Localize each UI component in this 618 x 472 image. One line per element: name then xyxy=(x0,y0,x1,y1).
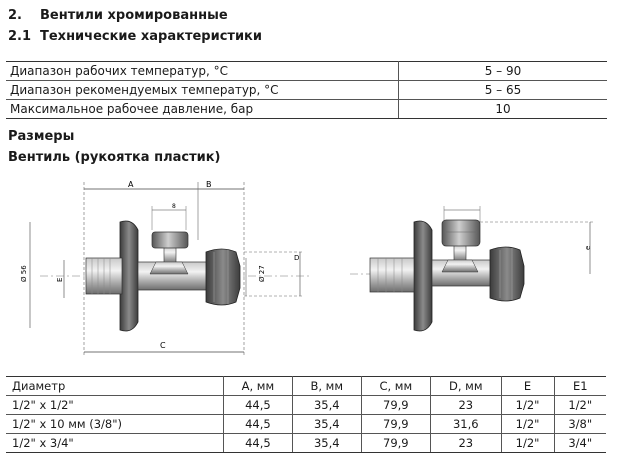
table-cell: 1/2" xyxy=(500,414,555,434)
dim-label-dia56: Ø 56 xyxy=(20,265,28,282)
valve-title: Вентиль (рукоятка пластик) xyxy=(8,150,221,165)
table-cell: 79,9 xyxy=(360,433,431,453)
subsection-number: 2.1 xyxy=(8,29,32,44)
table-cell: 3/4" xyxy=(553,433,606,453)
table-cell: 1/2" xyxy=(500,433,555,453)
dim-label-d: D xyxy=(294,254,299,262)
table-row: 1/2" x 3/4" 44,5 35,4 79,9 23 1/2" 3/4" xyxy=(6,433,606,453)
dim-label-8: 8 xyxy=(172,203,176,210)
table-cell: 35,4 xyxy=(291,414,362,434)
dimensions-table: Диаметр A, мм B, мм C, мм D, мм E E1 1/2… xyxy=(6,376,606,453)
dim-label-small-e: e xyxy=(584,246,592,250)
table-cell: 44,5 xyxy=(222,433,293,453)
spec-value: 10 xyxy=(398,99,607,119)
column-header: Диаметр xyxy=(6,376,224,396)
table-row: Максимальное рабочее давление, бар 10 xyxy=(6,99,607,119)
dim-label-a: A xyxy=(128,180,134,189)
dim-label-e: E xyxy=(56,278,64,282)
dim-label-c: C xyxy=(160,341,166,350)
column-header: E xyxy=(500,376,555,396)
spec-label: Диапазон рекомендуемых температур, °С xyxy=(6,80,399,100)
column-header: C, мм xyxy=(360,376,431,396)
table-row: 1/2" x 10 мм (3/8") 44,5 35,4 79,9 31,6 … xyxy=(6,414,606,434)
table-cell: 1/2" x 1/2" xyxy=(6,395,224,415)
column-header: D, мм xyxy=(429,376,502,396)
table-cell: 1/2" x 10 мм (3/8") xyxy=(6,414,224,434)
table-cell: 79,9 xyxy=(360,395,431,415)
table-cell: 79,9 xyxy=(360,414,431,434)
column-header: A, мм xyxy=(222,376,293,396)
table-header-row: Диаметр A, мм B, мм C, мм D, мм E E1 xyxy=(6,376,606,396)
table-row: 1/2" x 1/2" 44,5 35,4 79,9 23 1/2" 1/2" xyxy=(6,395,606,415)
table-cell: 31,6 xyxy=(429,414,502,434)
column-header: B, мм xyxy=(291,376,362,396)
spec-value: 5 – 65 xyxy=(398,80,607,100)
table-cell: 1/2" x 3/4" xyxy=(6,433,224,453)
subsection-title: Технические характеристики xyxy=(40,29,262,44)
spec-value: 5 – 90 xyxy=(398,61,607,81)
table-row: Диапазон рекомендуемых температур, °С 5 … xyxy=(6,80,607,100)
sizes-title: Размеры xyxy=(8,129,75,144)
table-cell: 35,4 xyxy=(291,433,362,453)
section-title: Вентили хромированные xyxy=(40,8,228,23)
table-cell: 1/2" xyxy=(500,395,555,415)
dim-label-dia27: Ø 27 xyxy=(258,265,266,282)
table-cell: 23 xyxy=(429,395,502,415)
table-cell: 35,4 xyxy=(291,395,362,415)
section-number: 2. xyxy=(8,8,22,23)
specs-table: Диапазон рабочих температур, °С 5 – 90 Д… xyxy=(6,61,607,119)
spec-label: Максимальное рабочее давление, бар xyxy=(6,99,399,119)
valve-drawing: A B 8 D Ø 56 E xyxy=(20,180,594,355)
table-cell: 23 xyxy=(429,433,502,453)
table-cell: 3/8" xyxy=(553,414,606,434)
dim-label-b: B xyxy=(206,180,212,189)
table-cell: 44,5 xyxy=(222,414,293,434)
column-header: E1 xyxy=(553,376,606,396)
front-view: A B 8 D Ø 56 E xyxy=(20,180,310,355)
table-cell: 44,5 xyxy=(222,395,293,415)
side-view: e xyxy=(350,206,594,332)
spec-label: Диапазон рабочих температур, °С xyxy=(6,61,399,81)
table-row: Диапазон рабочих температур, °С 5 – 90 xyxy=(6,61,607,81)
table-cell: 1/2" xyxy=(553,395,606,415)
